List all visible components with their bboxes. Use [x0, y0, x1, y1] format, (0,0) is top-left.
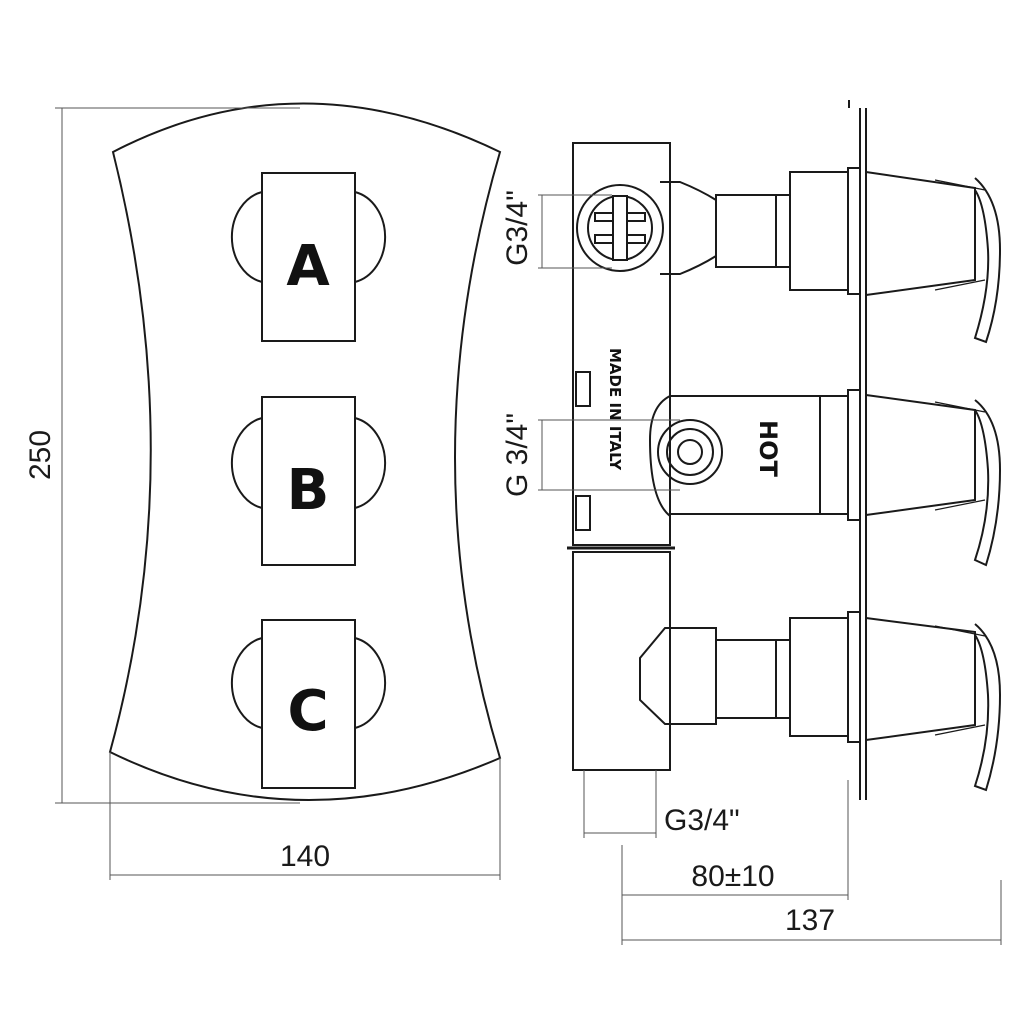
knob-c-right [354, 637, 387, 729]
top-port-text: G3/4" [501, 190, 534, 266]
width-dim-text: 140 [280, 840, 330, 873]
side-view: MADE IN ITALY HOT G3/4" G 3/4" G3/4" [501, 100, 1002, 945]
front-view: A B C 250 140 [24, 102, 502, 880]
valve-body-lower [572, 551, 671, 771]
cartridge-bottom [715, 611, 1002, 792]
bottom-port-dimension: G3/4" [583, 770, 740, 838]
control-label-b: B [287, 458, 330, 523]
overall-dimension: 137 [622, 880, 1002, 945]
stamp-mark-top [575, 371, 591, 407]
valve-body-upper [572, 142, 671, 546]
control-c: C [230, 619, 387, 789]
middle-port-text: G 3/4" [501, 413, 534, 497]
wall-plate [848, 100, 867, 800]
control-b: B [230, 396, 387, 566]
control-a: A [230, 172, 387, 342]
depth-dim-text: 80±10 [691, 860, 774, 893]
knob-b-left [230, 417, 263, 509]
lever-a [261, 172, 356, 342]
knob-a-left [230, 191, 263, 283]
control-label-c: C [287, 679, 328, 744]
middle-port [648, 395, 723, 517]
control-label-a: A [286, 234, 330, 299]
knob-c-left [230, 637, 263, 729]
top-port-dimension: G3/4" [501, 190, 612, 269]
height-dim-text: 250 [24, 430, 57, 480]
stamp-mark-bottom [575, 495, 591, 531]
stamp: MADE IN ITALY HOT [575, 348, 782, 531]
hot-marking: HOT [754, 420, 782, 477]
middle-port-dimension: G 3/4" [501, 413, 680, 497]
top-port [576, 181, 717, 275]
lever-c [261, 619, 356, 789]
bottom-port-text: G3/4" [664, 804, 740, 837]
overall-dim-text: 137 [785, 904, 835, 937]
cartridge-middle [669, 389, 1002, 567]
lever-b [261, 396, 356, 566]
cartridge-top [715, 167, 1002, 344]
stamp-text: MADE IN ITALY [606, 348, 624, 471]
depth-dimension: 80±10 [621, 780, 849, 945]
bottom-elbow [639, 627, 717, 725]
width-dimension: 140 [109, 752, 501, 880]
knob-a-right [354, 191, 387, 283]
height-dimension: 250 [24, 107, 300, 804]
knob-b-right [354, 417, 387, 509]
